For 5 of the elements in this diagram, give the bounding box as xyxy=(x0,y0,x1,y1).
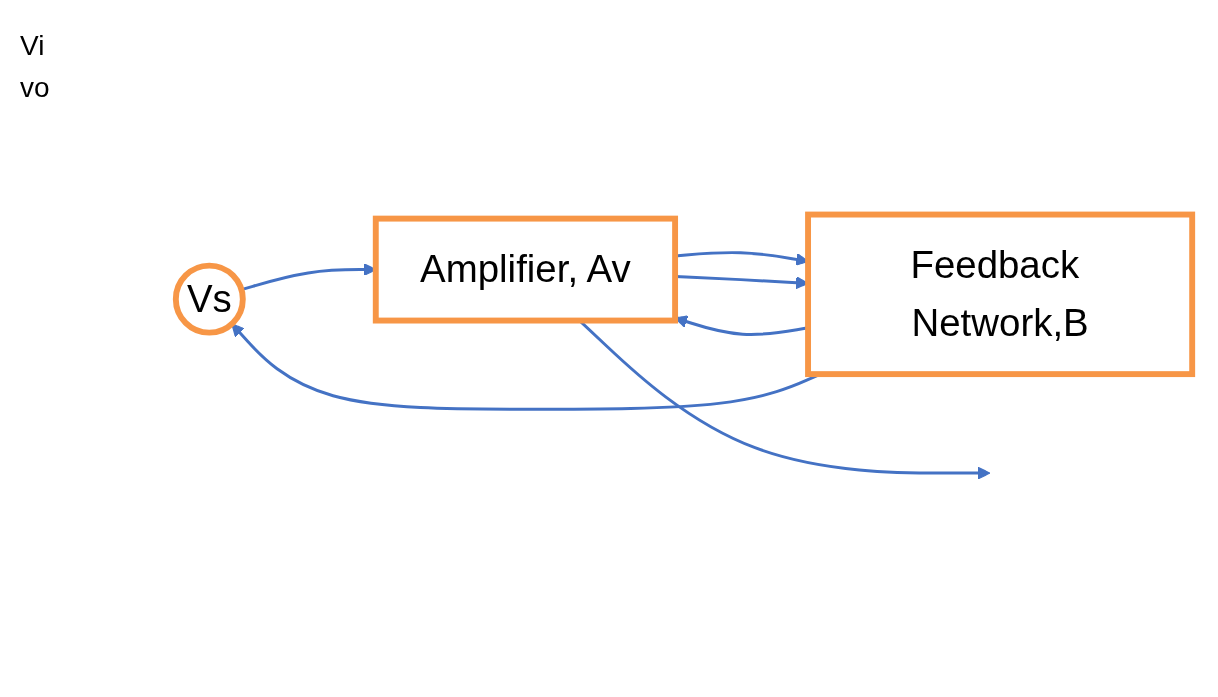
node-circle: Vs xyxy=(172,262,246,336)
node-box: Amplifier, Av xyxy=(372,215,679,323)
node-box: Feedback Network,B xyxy=(805,211,1196,377)
signal-label: vo xyxy=(20,72,51,104)
signal-label: Vi xyxy=(20,30,46,62)
